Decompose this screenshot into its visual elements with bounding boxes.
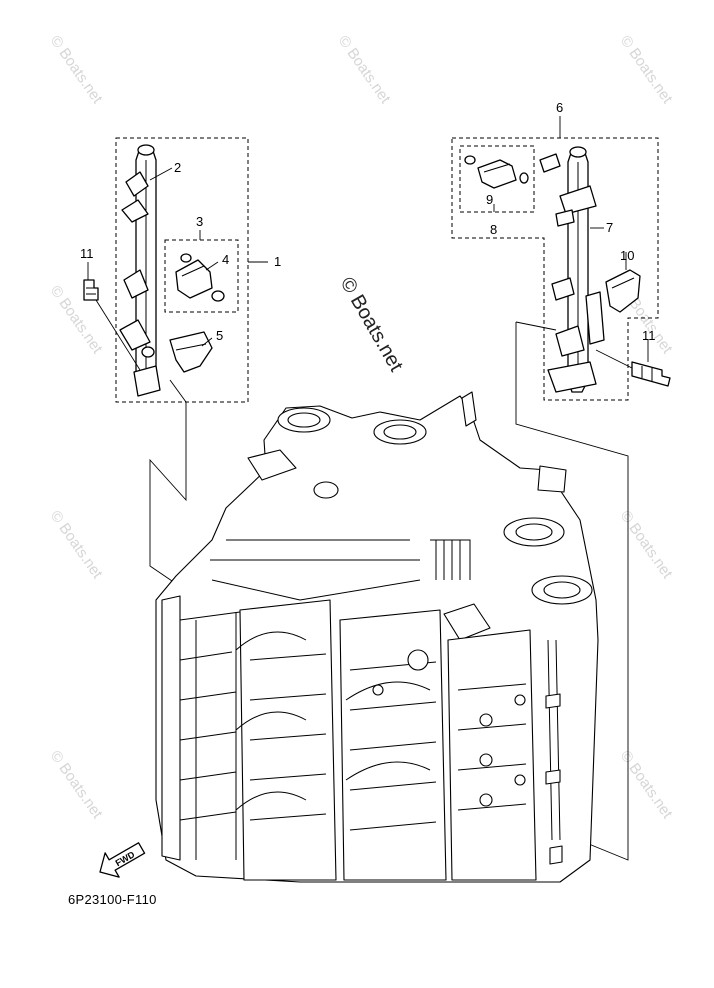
callout-3: 3 xyxy=(196,214,203,229)
clip-part-10 xyxy=(605,269,641,313)
assembly-3-boundary xyxy=(164,239,239,313)
injector-part-9 xyxy=(477,159,517,189)
callout-11-left: 11 xyxy=(80,246,94,261)
watermark: © Boats.net xyxy=(617,508,676,583)
callout-9: 9 xyxy=(486,192,493,207)
callout-7: 7 xyxy=(606,220,613,235)
left-assembly xyxy=(83,137,268,601)
fwd-arrow: FWD xyxy=(99,842,146,878)
watermark: © Boats.net xyxy=(617,33,676,108)
clip-part-5 xyxy=(169,331,213,373)
injector-part-4 xyxy=(175,259,213,299)
right-assembly xyxy=(451,116,671,861)
watermark: © Boats.net xyxy=(47,33,106,108)
callout-1: 1 xyxy=(274,254,281,269)
callout-4: 4 xyxy=(222,252,229,267)
callout-6: 6 xyxy=(556,100,563,115)
watermark: © Boats.net xyxy=(47,508,106,583)
watermark-main: © Boats.net xyxy=(336,274,408,376)
callout-8: 8 xyxy=(490,222,497,237)
watermark: © Boats.net xyxy=(335,33,394,108)
callout-10: 10 xyxy=(620,248,634,263)
watermark: © Boats.net xyxy=(617,748,676,823)
assembly-8-boundary xyxy=(459,145,535,213)
engine-block xyxy=(155,391,599,883)
bolt-part-11-left xyxy=(83,279,99,301)
assembly-6-boundary xyxy=(451,137,659,401)
assembly-1-boundary xyxy=(115,137,249,403)
watermark: © Boats.net xyxy=(47,748,106,823)
callout-2: 2 xyxy=(174,160,181,175)
callout-11-right: 11 xyxy=(642,328,656,343)
bolt-part-11-right xyxy=(631,361,671,387)
diagram-code: 6P23100-F110 xyxy=(68,892,157,907)
callout-5: 5 xyxy=(216,328,223,343)
